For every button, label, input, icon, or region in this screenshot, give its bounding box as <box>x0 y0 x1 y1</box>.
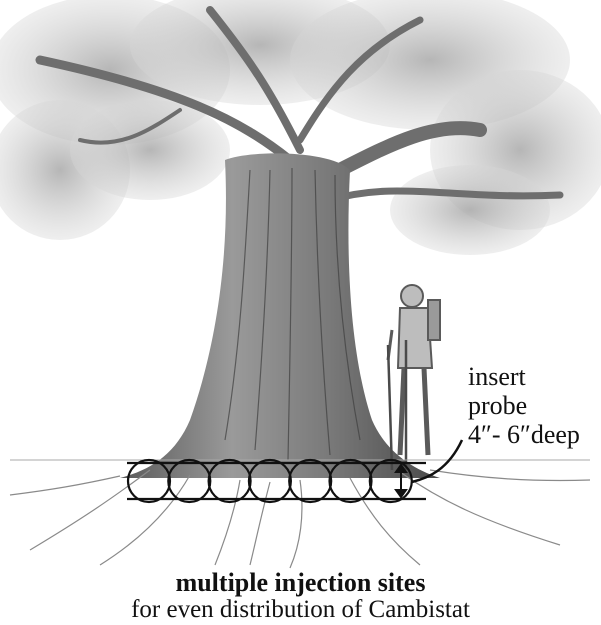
probe-callout: insert probe 4″- 6″deep <box>468 362 580 449</box>
caption-subtitle: for even distribution of Cambistat <box>0 596 601 624</box>
callout-line-3: 4″- 6″deep <box>468 420 580 449</box>
callout-line-2: probe <box>468 391 580 420</box>
tree-illustration <box>0 0 601 570</box>
worker-figure <box>388 285 440 470</box>
caption-title: multiple injection sites <box>0 568 601 598</box>
callout-line-1: insert <box>468 362 580 391</box>
depth-arrow <box>396 465 406 497</box>
